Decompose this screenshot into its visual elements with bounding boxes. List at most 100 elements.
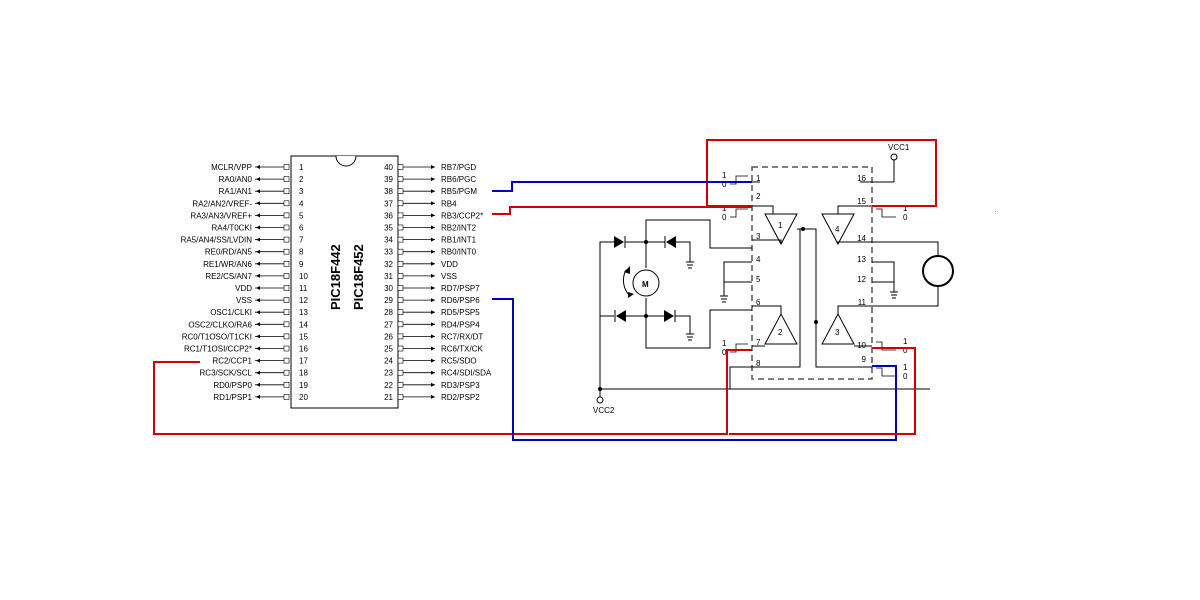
driver-pin-number: 5 [756,275,761,284]
mcu-pin-number: 10 [299,272,308,281]
driver-pin-number: 6 [756,298,761,307]
mcu-pin-number: 7 [299,236,304,245]
mcu-pin-number: 5 [299,211,304,220]
logic-pulse-marker: 10 [722,204,748,222]
mcu-pin-number: 28 [384,308,393,317]
mcu-pin-left: RA5/AN4/SS/LVDIN 7 [181,236,304,245]
ground-symbol [686,333,694,341]
mcu-pin-left: RD0/PSP0 19 [213,381,308,390]
mcu-pin-number: 12 [299,296,308,305]
buffer-1-label: 1 [778,221,783,230]
mcu-pin-label: RD1/PSP1 [213,393,252,402]
mcu-pin-number: 39 [384,175,393,184]
diode-bridge: M [614,219,752,349]
driver-pin-number: 8 [756,359,761,368]
mcu-pin-label: RD2/PSP2 [441,393,480,402]
mcu-pin-number: 21 [384,393,393,402]
mcu-pin-label: RB0/INT0 [441,248,477,257]
vcc1-label: VCC1 [888,143,910,152]
mcu-pin-label: VSS [441,272,457,281]
driver-pin-number: 13 [857,255,866,264]
logic-one-label: 1 [722,339,727,348]
mcu-pin-label: RA3/AN3/VREF+ [190,211,252,220]
diode-top-left [614,236,626,248]
driver-pin-number: 16 [857,174,866,183]
mcu-pin-left: OSC1/CLKI 13 [210,308,308,317]
red-wire-rc2 [153,349,752,435]
driver-pin-number: 3 [756,232,761,241]
red-wire-rb3 [492,206,752,215]
logic-zero-label: 0 [722,180,727,189]
mcu-pin-number: 1 [299,163,304,172]
ground-symbol [686,261,694,269]
logic-one-label: 1 [722,204,727,213]
mcu-pin-label: RD7/PSP7 [441,284,480,293]
mcu-body [290,155,399,409]
driver-pin-number: 11 [858,298,867,307]
mcu-pin-number: 19 [299,381,308,390]
mcu-pin-label: RD0/PSP0 [213,381,252,390]
mcu-pin-label: RC5/SDO [441,357,477,366]
output-load [872,241,954,307]
mcu-pin-number: 23 [384,369,393,378]
mcu-pin-number: 35 [384,224,393,233]
mcu-pin-number: 13 [299,308,308,317]
mcu-pin-number: 40 [384,163,393,172]
mcu-pin-number: 18 [299,369,308,378]
driver-pin-number: 15 [857,197,866,206]
vcc2-terminal: VCC2 [593,241,930,415]
buffer-3-label: 3 [835,328,840,337]
logic-pulse-marker: 10 [722,339,748,357]
mcu-pin-left: RC1/T1OSI/CCP2*16 [184,345,308,354]
mcu-pin-number: 30 [384,284,393,293]
mcu-pin-left: RA2/AN2/VREF-4 [192,199,304,208]
mcu-pin-number: 37 [384,199,393,208]
logic-one-label: 1 [903,337,908,346]
mcu-pin-label: RA5/AN4/SS/LVDIN [181,236,253,245]
mcu-pin-label: RA0/AN0 [219,175,253,184]
mcu-pin-label: OSC1/CLKI [210,308,252,317]
mcu-pin-number: 38 [384,187,393,196]
logic-pulse-marker: 10 [876,363,908,381]
mcu-pin-label: RA4/T0CKI [212,224,252,233]
vcc1-terminal: VCC1 [872,143,910,183]
mcu-pin-label: RB4 [441,199,457,208]
driver-pin-number: 14 [857,234,866,243]
mcu-pin-left: RA0/AN0 2 [219,175,304,184]
vcc2-label: VCC2 [593,406,615,415]
mcu-pin-number: 25 [384,345,393,354]
mcu-pin-label: RD6/PSP6 [441,296,480,305]
mcu-pin-number: 27 [384,320,393,329]
mcu-pin-right: 21 RD2/PSP2 [384,393,480,402]
ground-symbol [720,295,728,303]
mcu-pin-number: 2 [299,175,304,184]
mcu-pin-label: RD5/PSP5 [441,308,480,317]
mcu-pin-number: 36 [384,211,393,220]
mcu-pin-right: 37 RB4 [384,199,457,208]
mcu-pin-number: 8 [299,248,304,257]
mcu-pin-label: RD3/PSP3 [441,381,480,390]
buffer-3: 3 [814,312,855,345]
mcu-pin-label: VDD [441,260,458,269]
mcu-name-1: PIC18F442 [328,244,343,310]
red-wire-pin10 [729,347,916,435]
